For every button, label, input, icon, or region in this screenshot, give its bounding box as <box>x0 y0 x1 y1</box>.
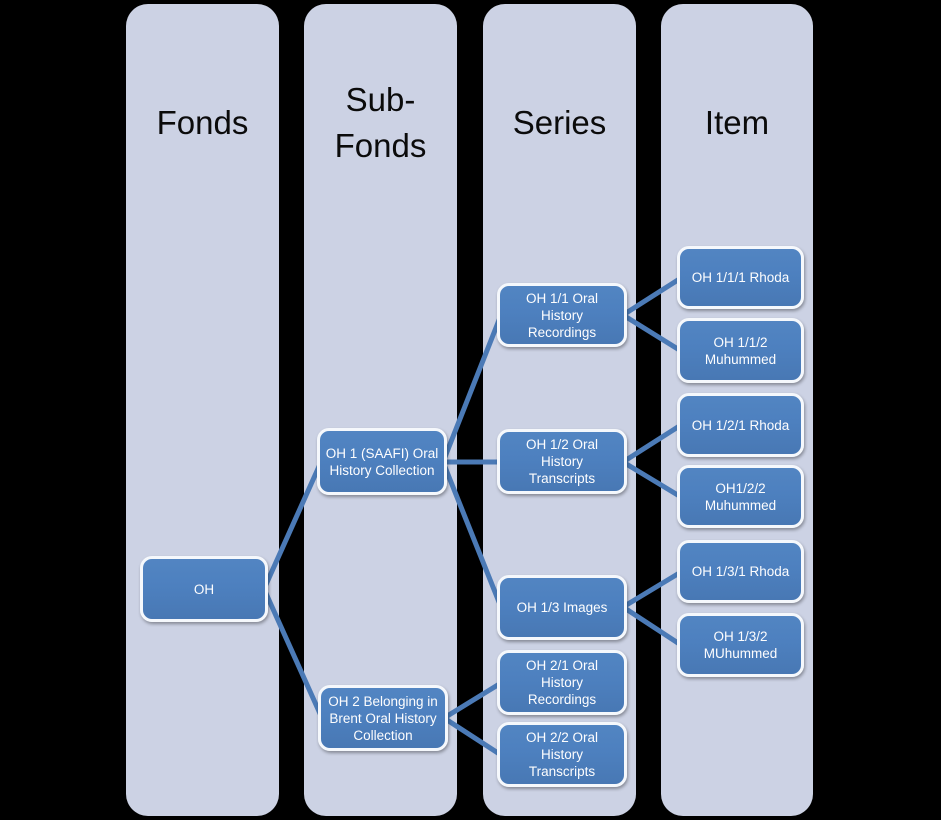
column-header-fonds: Fonds <box>156 104 249 142</box>
node-item-oh1-1-1: OH 1/1/1 Rhoda <box>677 246 804 309</box>
connector-oh1-to-oh1-3 <box>440 461 504 608</box>
connector-oh1-3-to-oh1-3-1 <box>621 569 683 610</box>
column-fonds <box>126 4 279 816</box>
connector-oh1-2-to-oh1-2-1 <box>621 422 683 465</box>
node-series-oh1-1: OH 1/1 Oral History Recordings <box>497 283 627 347</box>
node-fonds-oh: OH <box>140 556 268 622</box>
connector-oh1-3-to-oh1-3-2 <box>621 604 683 648</box>
column-header-item: Item <box>704 104 770 142</box>
node-item-oh1-2-2: OH1/2/2 Muhummed <box>677 465 804 528</box>
node-subfonds-oh2: OH 2 Belonging in Brent Oral History Col… <box>318 685 448 751</box>
connector-oh1-to-oh1-1 <box>440 314 504 463</box>
node-series-oh1-3: OH 1/3 Images <box>497 575 627 640</box>
node-item-oh1-3-1: OH 1/3/1 Rhoda <box>677 540 804 603</box>
node-series-oh2-2: OH 2/2 Oral History Transcripts <box>497 722 627 787</box>
column-subfonds <box>304 4 457 816</box>
node-item-oh1-2-1: OH 1/2/1 Rhoda <box>677 393 804 457</box>
column-header-subfonds: Sub-Fonds <box>334 81 427 164</box>
connector-oh1-1-to-oh1-1-2 <box>621 312 683 354</box>
node-series-oh1-2: OH 1/2 Oral History Transcripts <box>497 429 627 494</box>
node-series-oh2-1: OH 2/1 Oral History Recordings <box>497 650 627 715</box>
connector-oh-to-oh1 <box>261 460 324 591</box>
node-subfonds-oh1: OH 1 (SAAFI) Oral History Collection <box>317 428 447 495</box>
connector-oh1-1-to-oh1-1-1 <box>621 275 683 318</box>
node-item-oh1-3-2: OH 1/3/2 MUhummed <box>677 613 804 677</box>
connector-oh-to-oh2 <box>261 587 325 720</box>
connector-oh2-to-oh2-2 <box>442 715 503 758</box>
node-item-oh1-1-2: OH 1/1/2 Muhummed <box>677 318 804 383</box>
connector-oh2-to-oh2-1 <box>442 680 503 721</box>
connector-oh1-2-to-oh1-2-2 <box>621 459 683 500</box>
column-header-series: Series <box>512 104 607 142</box>
